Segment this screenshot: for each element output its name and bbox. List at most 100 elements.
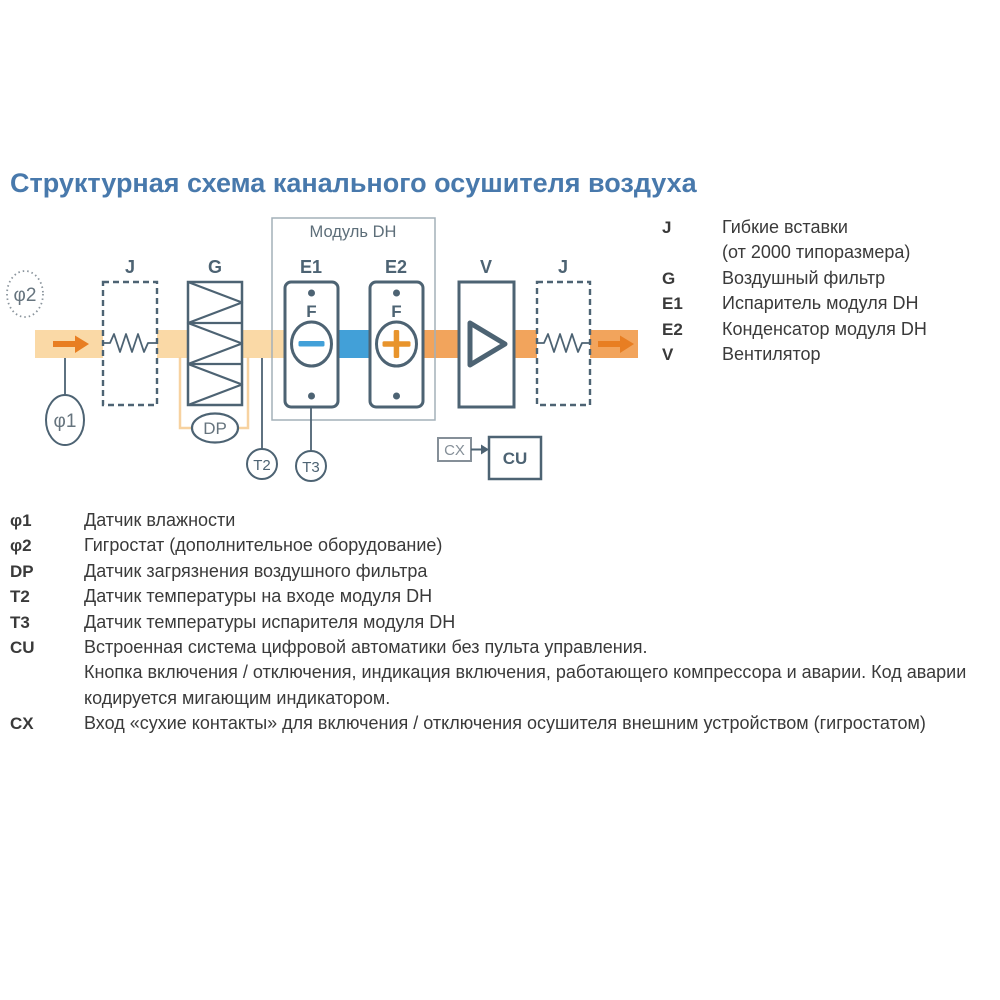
phi2-dotted-circle: [6, 270, 44, 318]
cx-cu-arrow-head-icon: [481, 444, 489, 455]
sensor-t3: T3: [295, 407, 327, 482]
outlet-flow-arrow-icon: [598, 335, 634, 353]
legend-text: Гигростат (дополнительное оборудование): [84, 535, 443, 556]
t3-circle: [295, 450, 327, 482]
legend-key: DP: [10, 561, 34, 581]
legend-key: T2: [10, 587, 30, 607]
g-box: [186, 280, 244, 407]
legend-text: Встроенная система цифровой автоматики б…: [84, 637, 648, 658]
legend-item: (от 2000 типоразмера): [662, 240, 927, 265]
e1-bottom-dot: [308, 392, 315, 400]
legend-item: T2 Датчик температуры на входе модуля DH: [10, 584, 966, 609]
legend-item: E2 Конденсатор модуля DH: [662, 317, 927, 342]
legend-key: V: [662, 345, 674, 365]
component-legend: J Гибкие вставки (от 2000 типоразмера) G…: [662, 215, 927, 367]
cu-box: [487, 435, 543, 481]
hot-plus-icon-v: [393, 330, 400, 358]
phi1-label: φ1: [54, 411, 77, 432]
legend-text: Конденсатор модуля DH: [722, 318, 927, 339]
legend-item: Кнопка включения / отключения, индикация…: [10, 660, 966, 685]
legend-item: DP Датчик загрязнения воздушного фильтра: [10, 559, 966, 584]
legend-item: φ1 Датчик влажности: [10, 508, 966, 533]
legend-text: (от 2000 типоразмера): [722, 242, 911, 263]
legend-key: G: [662, 268, 676, 288]
legend-item: кодируется мигающим индикатором.: [10, 686, 966, 711]
cx-label: CX: [444, 442, 465, 459]
legend-text: кодируется мигающим индикатором.: [84, 687, 391, 708]
sensor-phi2: φ2: [6, 270, 44, 318]
sensor-legend: φ1 Датчик влажности φ2 Гигростат (дополн…: [10, 508, 966, 737]
e2-f-label: F: [391, 302, 401, 321]
phi2-label: φ2: [14, 285, 37, 306]
module-dh-box: Модуль DH: [271, 217, 436, 421]
page-title: Структурная схема канального осушителя в…: [10, 168, 697, 198]
legend-key: φ2: [10, 536, 32, 556]
j1-label: J: [125, 257, 135, 277]
j2-label: J: [558, 257, 568, 277]
fan-v: V: [457, 257, 516, 409]
e2-label: E2: [385, 257, 407, 277]
legend-item: T3 Датчик температуры испарителя модуля …: [10, 610, 966, 635]
legend-item: G Воздушный фильтр: [662, 266, 927, 291]
legend-text: Вход «сухие контакты» для включения / от…: [84, 713, 926, 734]
dp-label: DP: [203, 419, 227, 438]
e1-f-label: F: [306, 302, 316, 321]
legend-item: φ2 Гигростат (дополнительное оборудовани…: [10, 533, 966, 558]
e2-top-dot: [393, 289, 400, 297]
legend-text: Гибкие вставки: [722, 217, 848, 237]
flex-insert-inlet: J: [101, 257, 159, 407]
v-label: V: [480, 257, 492, 277]
sensor-t2: T2: [246, 358, 278, 480]
sensor-dp: DP: [190, 412, 240, 444]
air-filter: G: [186, 257, 244, 407]
e2-bottom-dot: [393, 392, 400, 400]
j2-spring-icon: [537, 333, 590, 353]
dp-pressure-tap-lines: [178, 357, 250, 430]
legend-key: J: [662, 218, 672, 237]
duct-band-cold: [336, 330, 372, 358]
phi1-circle: [45, 394, 85, 446]
t3-label: T3: [302, 459, 320, 476]
e1-top-dot: [308, 289, 315, 297]
cu-label: CU: [503, 449, 528, 468]
legend-key: CU: [10, 638, 35, 658]
e1-label: E1: [300, 257, 322, 277]
legend-item: CX Вход «сухие контакты» для включения /…: [10, 711, 966, 736]
module-dh-outline: [271, 217, 436, 421]
legend-key: [10, 660, 84, 685]
condenser-e2: E2 F: [368, 257, 425, 409]
control-unit-group: CX CU: [437, 435, 543, 481]
legend-key: E2: [662, 319, 683, 339]
dehumidifier-schematic: Модуль DH φ2 φ1 J G: [6, 217, 638, 482]
j1-spring-icon: [103, 333, 157, 353]
legend-text: Датчик загрязнения воздушного фильтра: [84, 560, 428, 581]
legend-key: [662, 240, 722, 265]
legend-item: J Гибкие вставки: [662, 215, 927, 240]
legend-text: Датчик температуры на входе модуля DH: [84, 586, 433, 607]
legend-text: Испаритель модуля DH: [722, 293, 919, 314]
fan-triangle-icon: [467, 320, 508, 368]
legend-text: Кнопка включения / отключения, индикация…: [84, 662, 967, 683]
legend-text: Датчик влажности: [84, 510, 236, 530]
g-label: G: [208, 257, 222, 277]
legend-item: V Вентилятор: [662, 342, 927, 367]
t2-circle: [246, 448, 278, 480]
legend-text: Воздушный фильтр: [722, 267, 886, 288]
legend-text: Датчик температуры испарителя модуля DH: [84, 611, 456, 632]
legend-item: E1 Испаритель модуля DH: [662, 291, 927, 316]
legend-item: CU Встроенная система цифровой автоматик…: [10, 635, 966, 660]
legend-key: E1: [662, 294, 683, 314]
flex-insert-outlet: J: [535, 257, 592, 407]
filter-zigzag-icon: [186, 280, 244, 407]
legend-key: [10, 686, 84, 711]
cold-minus-icon: [298, 341, 325, 347]
dp-ellipse: [190, 412, 240, 444]
module-dh-label: Модуль DH: [310, 223, 397, 241]
inlet-flow-arrow-icon: [53, 335, 89, 353]
legend-key: T3: [10, 612, 30, 632]
sensor-phi1: φ1: [45, 358, 85, 446]
legend-key: CX: [10, 714, 34, 734]
t2-label: T2: [253, 457, 271, 474]
evaporator-e1: E1 F: [283, 257, 340, 409]
